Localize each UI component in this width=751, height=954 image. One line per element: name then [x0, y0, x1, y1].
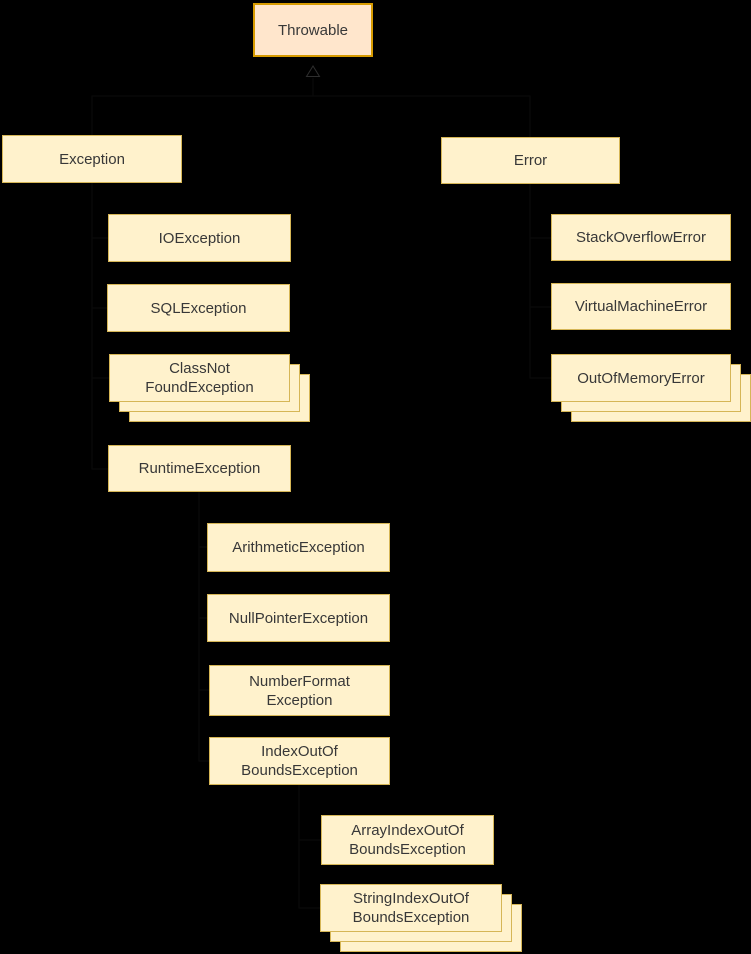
node-arithmetic-exception: ArithmeticException	[207, 523, 390, 572]
node-null-pointer-exception-box: NullPointerException	[207, 594, 390, 642]
edge-exception-throwable	[91, 78, 314, 135]
node-virtual-machine-error: VirtualMachineError	[551, 283, 731, 330]
node-class-not-found-exception: ClassNot FoundException	[109, 354, 310, 422]
node-label: SQLException	[150, 299, 247, 317]
edge-error-throwable	[313, 95, 531, 137]
node-out-of-memory-error-box: OutOfMemoryError	[551, 354, 731, 402]
node-label: VirtualMachineError	[574, 298, 708, 315]
edge-ioob-children	[298, 785, 321, 909]
node-label: Throwable	[277, 21, 349, 39]
node-io-exception-box: IOException	[108, 214, 291, 262]
node-label: ArithmeticException	[232, 539, 365, 556]
node-string-index-out-of-bounds-exception: StringIndexOutOf BoundsException	[320, 884, 522, 952]
node-index-out-of-bounds-exception-box: IndexOutOf BoundsException	[209, 737, 390, 785]
node-label: NullPointerException	[228, 609, 369, 627]
node-label: RuntimeException	[138, 460, 261, 477]
node-sql-exception-box: SQLException	[107, 284, 290, 332]
node-label: Exception	[59, 150, 125, 168]
node-stack-overflow-error: StackOverflowError	[551, 214, 731, 261]
node-label: OutOfMemoryError	[577, 369, 705, 387]
node-runtime-exception-box: RuntimeException	[108, 445, 291, 492]
node-label: NumberFormat Exception	[249, 672, 350, 709]
node-arithmetic-exception-box: ArithmeticException	[207, 523, 390, 572]
node-label: ClassNot FoundException	[145, 360, 254, 396]
node-string-index-out-of-bounds-exception-box: StringIndexOutOf BoundsException	[320, 884, 502, 932]
node-io-exception: IOException	[108, 214, 291, 262]
node-throwable-box: Throwable	[253, 3, 373, 57]
node-runtime-exception: RuntimeException	[108, 445, 291, 492]
edge-error-children	[529, 184, 551, 379]
node-label: StringIndexOutOf BoundsException	[352, 890, 470, 926]
node-exception-box: Exception	[2, 135, 182, 183]
node-error-box: Error	[441, 137, 620, 184]
node-array-index-out-of-bounds-exception: ArrayIndexOutOf BoundsException	[321, 815, 494, 865]
node-exception: Exception	[2, 135, 182, 183]
node-label: IndexOutOf BoundsException	[241, 743, 358, 779]
node-stack-overflow-error-box: StackOverflowError	[551, 214, 731, 261]
node-out-of-memory-error: OutOfMemoryError	[551, 354, 751, 422]
inheritance-arrowhead-icon	[305, 65, 321, 77]
node-virtual-machine-error-box: VirtualMachineError	[551, 283, 731, 330]
node-throwable: Throwable	[253, 3, 373, 57]
node-label: IOException	[158, 229, 241, 247]
node-label: ArrayIndexOutOf BoundsException	[349, 822, 466, 858]
node-error: Error	[441, 137, 620, 184]
node-sql-exception: SQLException	[107, 284, 290, 332]
node-label: StackOverflowError	[575, 229, 707, 246]
node-label: Error	[513, 152, 548, 169]
node-number-format-exception: NumberFormat Exception	[209, 665, 390, 716]
node-index-out-of-bounds-exception: IndexOutOf BoundsException	[209, 737, 390, 785]
node-null-pointer-exception: NullPointerException	[207, 594, 390, 642]
node-class-not-found-exception-box: ClassNot FoundException	[109, 354, 290, 402]
node-array-index-out-of-bounds-exception-box: ArrayIndexOutOf BoundsException	[321, 815, 494, 865]
node-number-format-exception-box: NumberFormat Exception	[209, 665, 390, 716]
